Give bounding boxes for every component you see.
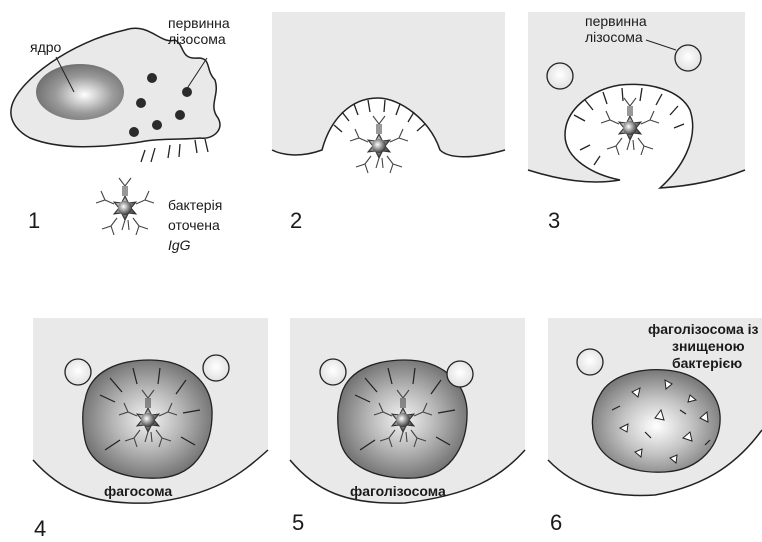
fc-receptors (141, 139, 208, 162)
panel-2: 2 (272, 12, 505, 233)
panel-number-5: 5 (292, 510, 304, 535)
panel-number-6: 6 (550, 510, 562, 535)
bacteria-label-line1: бактерія (168, 197, 222, 213)
lysosome-icon (203, 355, 229, 381)
lysosome-icon (320, 359, 346, 385)
phagolysosome-destroyed-label-line2: знищеною (672, 338, 745, 354)
phagolysosome-label: фаголізосома (350, 483, 446, 499)
phagosome-label: фагосома (104, 483, 172, 499)
lysosome-icon (65, 359, 91, 385)
phagocyte-cell (272, 12, 505, 157)
lysosome-label-line1: первинна (168, 15, 230, 31)
panel-6: фаголізосома із знищеною бактерією 6 (548, 318, 762, 535)
panel-number-2: 2 (290, 208, 302, 233)
phagolysosome-destroyed-label-line3: бактерією (672, 355, 742, 371)
bacterium-icon (96, 178, 154, 235)
nucleus-label: ядро (30, 39, 62, 55)
panel-1: ядро первинна лізосома бактерія оточена … (11, 15, 230, 253)
lysosome-label-line2: лізосома (168, 31, 226, 47)
panel-5: фаголізосома 5 (290, 318, 525, 535)
lysosome-label-line2: лізосома (585, 29, 643, 45)
lysosome-icon (577, 349, 603, 375)
phagolysosome-destroyed-label-line1: фаголізосома із (648, 321, 759, 337)
panel-number-1: 1 (28, 208, 40, 233)
bacteria-label-line2: оточена (168, 217, 220, 233)
lysosome-fusing-icon (447, 361, 473, 387)
phagolysosome-vacuole (592, 370, 720, 473)
panel-3: первинна лізосома 3 (528, 12, 745, 233)
panel-number-3: 3 (548, 208, 560, 233)
bacterium-icon (601, 98, 659, 155)
lysosome-icon (675, 45, 701, 71)
panel-number-4: 4 (34, 516, 46, 541)
nucleus-icon (36, 64, 124, 120)
lysosome-icon (547, 63, 573, 89)
lysosome-label-line1: первинна (585, 13, 647, 29)
bacteria-label-line3: IgG (168, 237, 191, 253)
bacterium-icon (350, 116, 408, 173)
panel-4: фагосома 4 (33, 318, 268, 541)
